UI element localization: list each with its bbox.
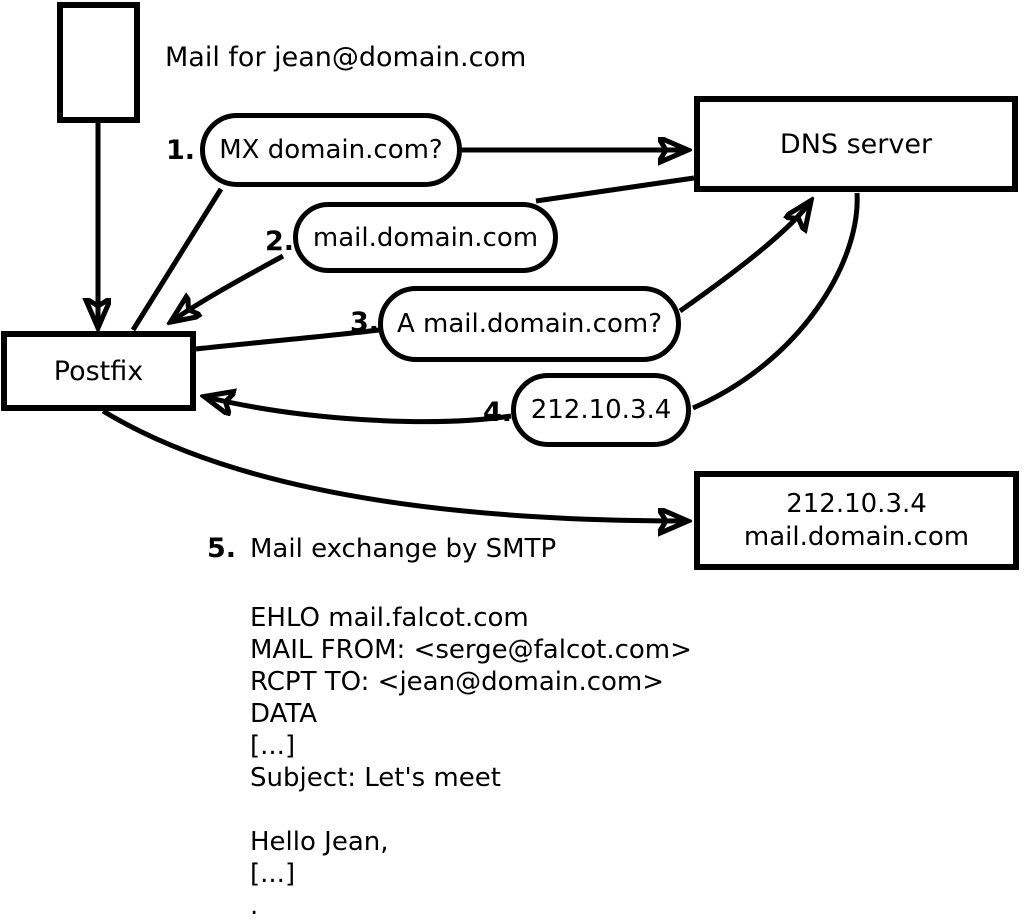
smtp-line-ehlo: EHLO mail.falcot.com	[250, 603, 529, 633]
query-pill-mx-label: MX domain.com?	[219, 135, 443, 165]
reply-pill-mx-label: mail.domain.com	[312, 222, 539, 253]
smtp-line-ellipsis-1: [...]	[250, 731, 296, 761]
line-postfix-to-pill1	[130, 187, 224, 332]
arrow-postfix-to-mailserver	[101, 408, 686, 521]
incoming-mail-label: Mail for jean@domain.com	[165, 42, 527, 73]
line-dns-to-pill2	[535, 175, 695, 204]
mail-server-node: 212.10.3.4 mail.domain.com	[694, 471, 1019, 570]
postfix-node: Postfix	[1, 331, 196, 411]
smtp-line-ellipsis-2: [...]	[250, 859, 296, 889]
dns-server-label: DNS server	[779, 128, 933, 160]
line-postfix-to-pill3	[195, 327, 380, 352]
smtp-exchange-label: Mail exchange by SMTP	[250, 534, 557, 564]
query-pill-mx: MX domain.com?	[200, 113, 462, 187]
mail-server-hostname: mail.domain.com	[743, 521, 970, 552]
mail-server-ip: 212.10.3.4	[786, 488, 927, 519]
mail-envelope	[57, 2, 140, 123]
smtp-line-data: DATA	[250, 699, 317, 729]
arrow-pill2-to-postfix	[172, 253, 285, 321]
reply-pill-mx: mail.domain.com	[293, 202, 558, 273]
postfix-label: Postfix	[53, 355, 144, 387]
smtp-line-subject: Subject: Let's meet	[250, 763, 501, 793]
dns-server-node: DNS server	[694, 96, 1018, 192]
step-number-4: 4.	[483, 397, 513, 428]
step-number-1: 1.	[166, 135, 196, 166]
step-number-3: 3.	[350, 307, 380, 338]
smtp-line-hello: Hello Jean,	[250, 827, 389, 857]
smtp-session-text: EHLO mail.falcot.com MAIL FROM: <serge@f…	[250, 602, 692, 919]
reply-pill-ip-label: 212.10.3.4	[530, 395, 672, 425]
line-dns-to-pill4	[692, 192, 860, 411]
smtp-line-mail-from: MAIL FROM: <serge@falcot.com>	[250, 635, 692, 665]
arrow-pill4-to-postfix	[206, 397, 512, 425]
smtp-line-terminator-dot: .	[250, 891, 259, 919]
query-pill-a-label: A mail.domain.com?	[397, 309, 662, 339]
step-number-5: 5.	[207, 533, 237, 564]
smtp-line-blank	[250, 794, 692, 826]
smtp-line-rcpt-to: RCPT TO: <jean@domain.com>	[250, 667, 665, 697]
arrow-pill3-to-dns	[678, 202, 810, 314]
step-number-2: 2.	[265, 226, 295, 257]
query-pill-a: A mail.domain.com?	[378, 286, 681, 362]
reply-pill-ip: 212.10.3.4	[511, 373, 691, 447]
